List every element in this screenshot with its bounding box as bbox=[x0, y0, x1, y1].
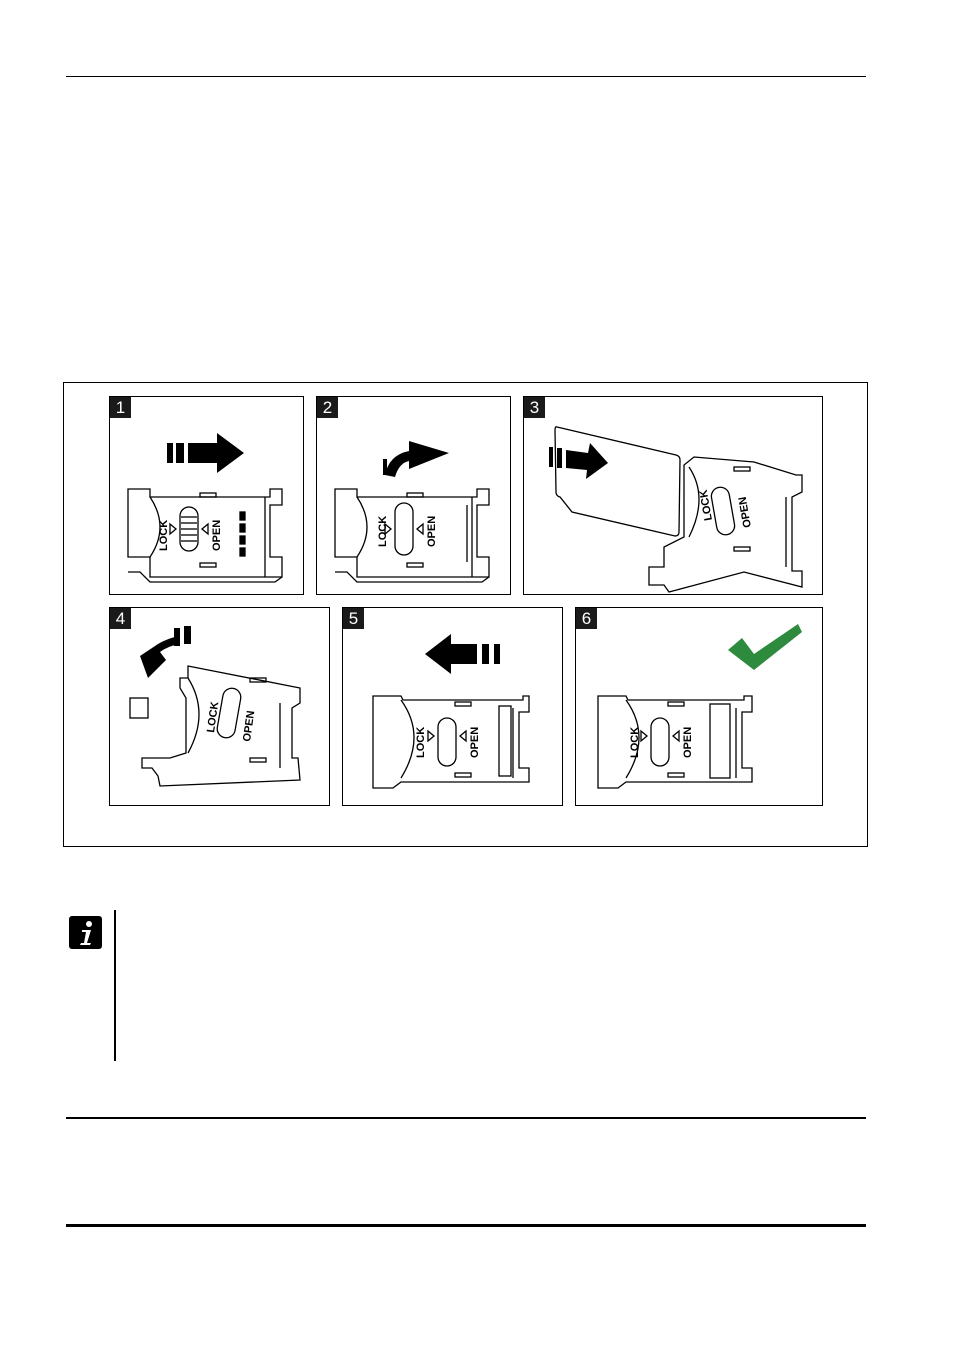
step-panel-1: 1 LOCK bbox=[109, 396, 304, 595]
sim-holder-lock-drawing: LOCK OPEN bbox=[372, 634, 530, 789]
sim-card bbox=[554, 426, 681, 537]
step-panel-6: 6 LOCK OPEN bbox=[575, 607, 823, 806]
section-rule bbox=[66, 1117, 866, 1119]
open-label: OPEN bbox=[426, 516, 438, 547]
arrow-left-icon bbox=[425, 634, 500, 674]
footer-rule bbox=[66, 1224, 866, 1227]
open-label: OPEN bbox=[737, 496, 754, 529]
step-number: 5 bbox=[343, 608, 364, 629]
lock-label: LOCK bbox=[629, 727, 641, 758]
sim-holder-locked-drawing: LOCK OPEN bbox=[597, 624, 802, 789]
curved-arrow-left-icon bbox=[140, 626, 191, 678]
step-panel-2: 2 LOCK OPEN bbox=[316, 396, 511, 595]
lock-label: LOCK bbox=[415, 727, 427, 758]
info-icon bbox=[69, 916, 102, 949]
note-bar bbox=[114, 910, 116, 1061]
step-panel-5: 5 LOCK OPEN bbox=[342, 607, 563, 806]
open-label: OPEN bbox=[682, 727, 694, 758]
lock-label: LOCK bbox=[205, 701, 221, 734]
checkmark-icon bbox=[728, 624, 802, 670]
arrow-right-icon bbox=[549, 443, 608, 479]
step-panel-3: 3 LOCK OPEN bbox=[523, 396, 823, 595]
sim-card-insert-drawing: LOCK OPEN bbox=[549, 426, 803, 593]
step-number: 1 bbox=[110, 397, 131, 418]
open-label: OPEN bbox=[469, 727, 481, 758]
sim-holder-closed-drawing: LOCK OPEN bbox=[127, 433, 283, 583]
open-label: OPEN bbox=[241, 710, 257, 743]
sim-holder-open-drawing: LOCK OPEN bbox=[334, 441, 490, 583]
step-number: 2 bbox=[317, 397, 338, 418]
sim-holder-close-drawing: LOCK OPEN bbox=[129, 626, 301, 787]
lock-label: LOCK bbox=[377, 516, 389, 547]
lock-label: LOCK bbox=[158, 520, 170, 551]
step-number: 3 bbox=[524, 397, 545, 418]
arrow-right-icon bbox=[167, 433, 244, 473]
header-rule bbox=[66, 76, 866, 77]
step-number: 4 bbox=[110, 608, 131, 629]
curved-arrow-right-icon bbox=[383, 441, 449, 477]
step-number: 6 bbox=[576, 608, 597, 629]
sim-install-figure: 1 LOCK bbox=[63, 382, 868, 847]
open-label: OPEN bbox=[211, 520, 223, 551]
lock-label: LOCK bbox=[698, 489, 715, 522]
step-panel-4: 4 LOCK OPEN bbox=[109, 607, 330, 806]
